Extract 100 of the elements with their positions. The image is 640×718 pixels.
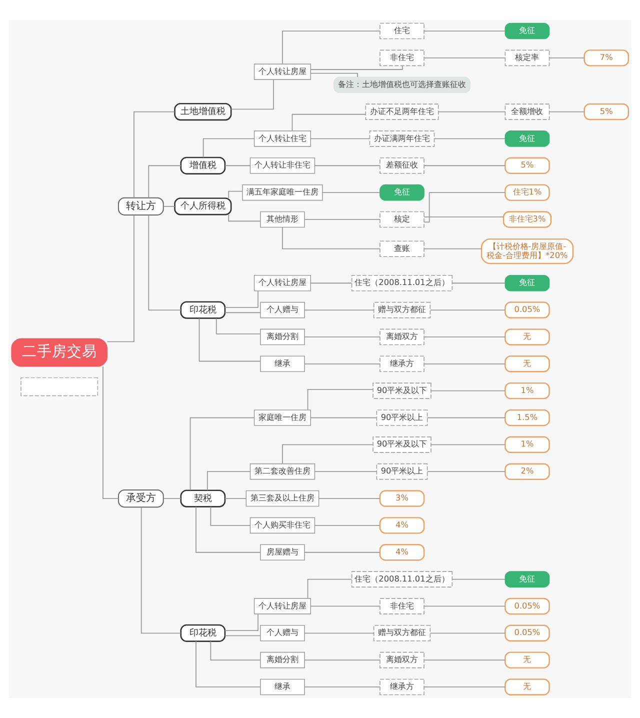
node-box: 1% — [504, 436, 550, 454]
node-box: 核定 — [380, 211, 424, 228]
node-box: 90平米及以下 — [372, 382, 432, 399]
node-box: 2% — [504, 463, 550, 480]
node-box: 赠与双方都征 — [373, 624, 431, 642]
node-box: 住宅 — [380, 22, 424, 40]
connector — [198, 318, 261, 362]
node-box: 个人所得税 — [174, 198, 232, 216]
node-box: 0.05% — [504, 302, 550, 318]
connector — [292, 114, 366, 132]
node-box: 继承 — [260, 356, 305, 372]
connector — [430, 390, 506, 392]
connector — [163, 498, 182, 499]
node-box: 0.05% — [504, 598, 550, 615]
connector — [310, 282, 352, 284]
node-box: 离婚双方 — [380, 652, 424, 668]
node-box: 0.05% — [504, 624, 550, 642]
node-box: 个人赠与 — [260, 302, 305, 318]
node-box: 差额征收 — [380, 157, 424, 174]
connector — [134, 111, 175, 198]
connector — [304, 219, 380, 220]
connector — [304, 552, 380, 553]
node-box: 满五年家庭唯一住房 — [242, 184, 323, 201]
node-box: 非住宅 — [380, 598, 424, 614]
node-box: 个人转让房屋 — [254, 274, 312, 292]
connector — [282, 30, 380, 64]
connector — [314, 165, 380, 166]
connector — [426, 471, 506, 472]
connector — [424, 30, 506, 32]
node-box: 免征 — [380, 184, 424, 201]
node-box: 住宅1% — [504, 184, 550, 201]
node-box: 土地增值税 — [174, 102, 232, 121]
node-box: 4% — [379, 517, 425, 534]
node-box: 4% — [379, 544, 425, 561]
node-box: 继承方 — [380, 356, 424, 372]
connector — [548, 111, 585, 112]
node-box: 个人转让住宅 — [254, 130, 312, 147]
node-box: 离婚双方 — [380, 328, 424, 346]
connector — [210, 640, 261, 660]
connector — [430, 444, 506, 446]
connector — [304, 363, 380, 364]
node-box: 90平米以上 — [376, 463, 428, 480]
node-box: 办证不足两年住宅 — [365, 104, 439, 120]
connector — [310, 72, 358, 78]
connector — [304, 336, 380, 338]
node-box: 个人转让非住宅 — [250, 157, 316, 174]
connector — [304, 686, 380, 688]
node-box: 继承方 — [380, 678, 424, 696]
connector — [106, 214, 134, 342]
node-box: 查账 — [380, 240, 424, 258]
node-box: 全额增收 — [504, 104, 550, 120]
connector — [163, 206, 176, 207]
node-box: 无 — [504, 356, 550, 372]
connector — [322, 192, 380, 193]
connector — [210, 506, 251, 526]
connector — [424, 363, 506, 364]
node-box: 非住宅3% — [502, 211, 552, 228]
node-box: 非住宅 — [380, 50, 424, 66]
connector — [190, 417, 255, 491]
connector — [314, 525, 380, 526]
node-box: 5% — [504, 157, 550, 174]
connector — [310, 138, 370, 140]
node-box: 增值税 — [180, 156, 226, 174]
node-box: 90平米以上 — [376, 410, 428, 426]
connector — [426, 417, 506, 418]
node-box: 免征 — [504, 571, 550, 588]
connector — [307, 578, 352, 599]
node-box: 个人转让房屋 — [254, 598, 312, 614]
connector — [310, 65, 403, 70]
node-box: 【计税价格-房屋原值-税金-合理费用】*20% — [480, 238, 574, 264]
connector — [424, 336, 506, 338]
connector — [310, 606, 380, 607]
node-box: 家庭唯一住房 — [254, 410, 312, 426]
connector — [438, 111, 506, 112]
node-box: 二手房交易 — [11, 338, 108, 367]
node-box: 承受方 — [118, 489, 164, 508]
node-box: 核定率 — [504, 50, 550, 66]
node-box: 无 — [504, 678, 550, 696]
node-box: 1.5% — [504, 409, 550, 426]
node-box: 继承 — [260, 678, 305, 696]
node-box: 办证满两年住宅 — [369, 130, 435, 147]
connector — [206, 471, 251, 491]
node-box: 赠与双方都征 — [373, 302, 431, 318]
connector — [140, 506, 182, 634]
connector — [282, 227, 380, 250]
connector — [230, 79, 274, 110]
node-box: 房屋赠与 — [260, 544, 305, 561]
node-box: 免征 — [504, 130, 550, 147]
connector — [424, 248, 482, 250]
node-box: 个人赠与 — [260, 624, 305, 642]
node-box: 离婚分割 — [260, 652, 305, 668]
connector — [196, 506, 261, 553]
connector — [310, 417, 377, 418]
connector — [216, 318, 261, 334]
connector — [148, 214, 182, 310]
connector — [304, 632, 374, 634]
connector — [196, 640, 261, 688]
connector — [282, 444, 374, 464]
node-box: 7% — [584, 50, 630, 66]
node-box: 离婚分割 — [260, 328, 305, 346]
